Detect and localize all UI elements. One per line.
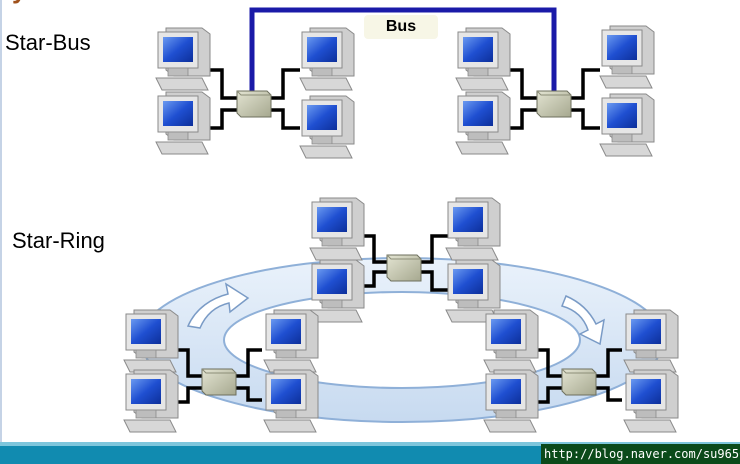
computer-icon (309, 259, 365, 323)
computer-icon (483, 369, 539, 433)
computer-icon (599, 93, 655, 157)
computer-icon (455, 91, 511, 155)
ring-arrow-icon (560, 295, 605, 346)
cables-right-cluster (505, 68, 600, 130)
computer-icon (623, 369, 679, 433)
star-bus-label: Star-Bus (5, 30, 91, 55)
slide-footer-line (0, 442, 740, 446)
bus-label: Bus (364, 15, 438, 39)
hub-icon (536, 90, 572, 118)
hub-icon (386, 254, 422, 282)
cables-bottom-left-cluster (174, 348, 262, 404)
computer-icon (299, 95, 355, 159)
title-fragment: y (12, 0, 27, 4)
computer-icon (455, 27, 511, 91)
bus-line (249, 7, 557, 92)
computer-icon (263, 369, 319, 433)
computer-icon (123, 369, 179, 433)
star-ring-diagram (123, 197, 679, 433)
cables-top-cluster (360, 234, 448, 292)
computer-icon (123, 309, 179, 373)
computer-icon (309, 197, 365, 261)
cables-left-cluster (205, 68, 300, 130)
computer-icon (445, 259, 501, 323)
computer-icon (445, 197, 501, 261)
cables-bottom-right-cluster (534, 348, 622, 404)
ring-arrow-icon (186, 282, 250, 329)
hub-icon (201, 368, 237, 396)
ring-shape (138, 257, 666, 423)
hub-icon (561, 368, 597, 396)
star-bus-diagram (155, 7, 655, 159)
computer-icon (155, 27, 211, 91)
slide-left-border (0, 0, 2, 446)
computer-icon (599, 25, 655, 89)
computer-icon (263, 309, 319, 373)
computer-icon (299, 27, 355, 91)
computer-icon (155, 91, 211, 155)
computer-icon (483, 309, 539, 373)
hub-icon (236, 90, 272, 118)
watermark-url: http://blog.naver.com/su9650 (541, 444, 740, 464)
star-ring-label: Star-Ring (12, 228, 105, 253)
computer-icon (623, 309, 679, 373)
